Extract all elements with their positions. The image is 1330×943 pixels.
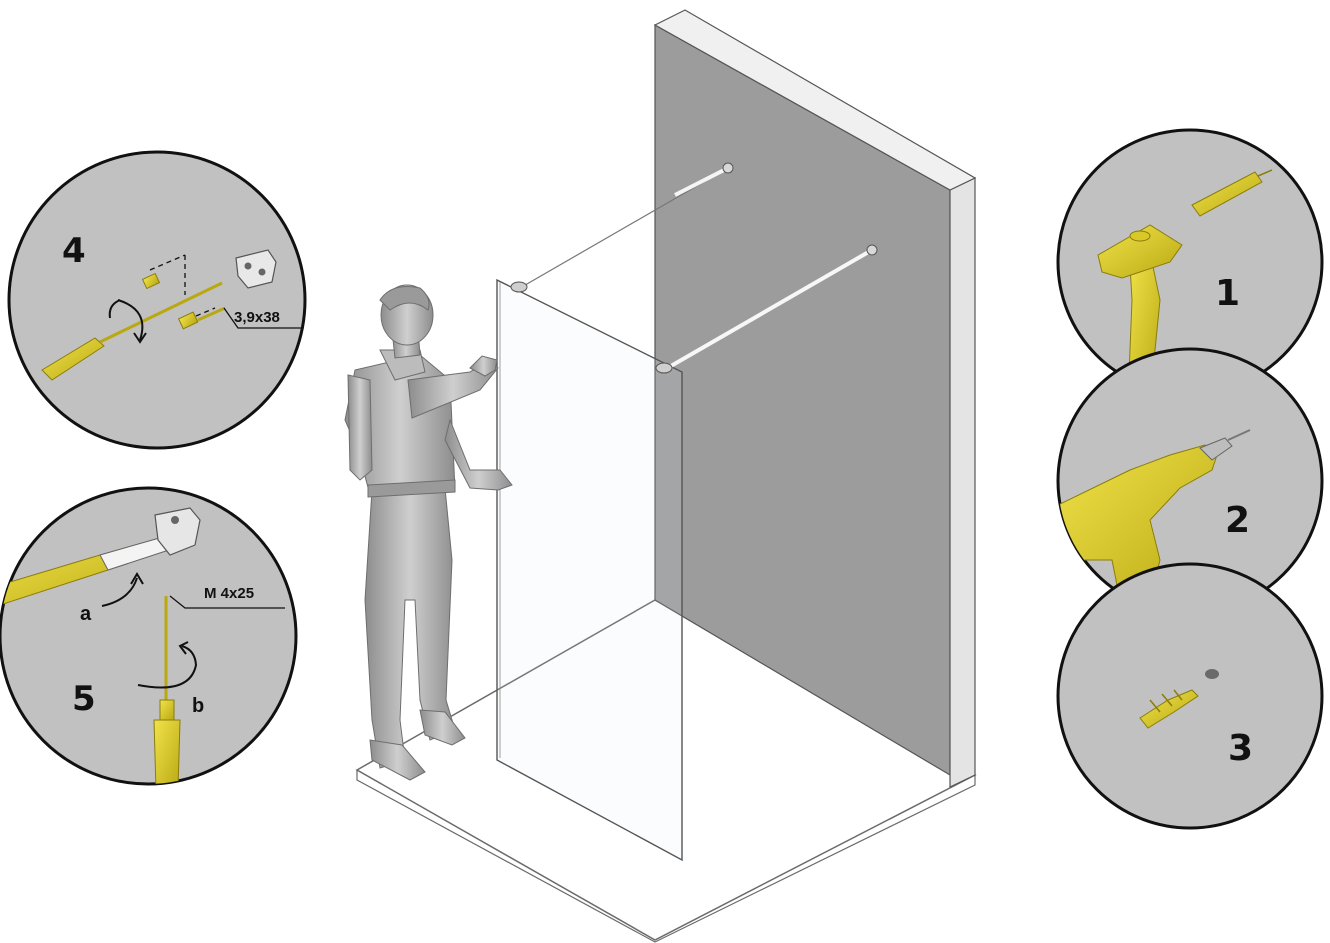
shower-scene: [345, 10, 975, 942]
step-5-number: 5: [72, 679, 96, 719]
step-3-number: 3: [1228, 728, 1253, 769]
step-4-circle: 4 3,9x38: [9, 152, 305, 448]
screw-size-label: M 4x25: [204, 585, 254, 602]
step-5-circle: 5 M 4x25 a b: [0, 488, 296, 790]
glass-panel: [497, 280, 682, 860]
wall-edge: [950, 178, 975, 787]
step-3-circle: 3: [1058, 564, 1322, 828]
step-4-number: 4: [62, 231, 86, 271]
label-b: b: [192, 695, 204, 717]
screw-size-label: 3,9x38: [234, 309, 280, 326]
drill-hole: [1205, 669, 1219, 679]
step-2-number: 2: [1225, 500, 1250, 541]
step-1-number: 1: [1215, 273, 1240, 314]
label-a: a: [80, 603, 92, 625]
